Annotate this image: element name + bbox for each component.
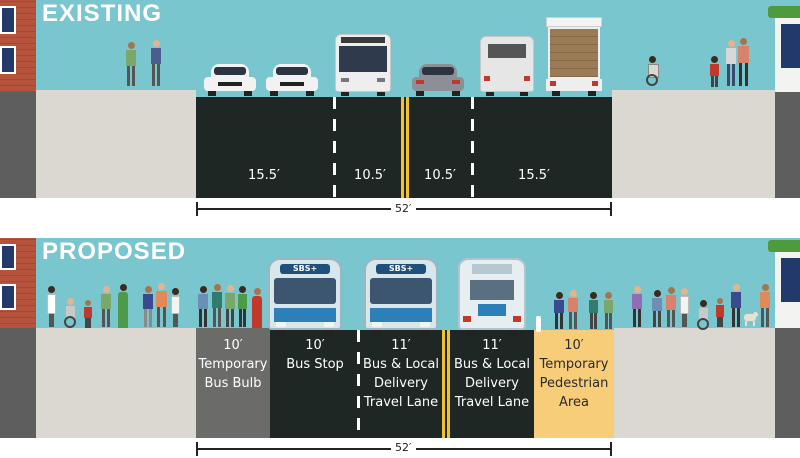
pedestrian [738,38,749,88]
proposed-roadway [270,330,534,438]
pedestrian [710,56,719,88]
existing-lane-width-1: 15.5′ [248,168,280,183]
wheelchair-user [697,300,711,330]
existing-roadway [196,97,612,198]
lane-width: 10′ [305,338,325,353]
building-window [0,284,16,310]
existing-right-sidewalk [612,90,775,198]
car [266,64,318,96]
center-line [406,97,409,198]
proposed-lane-label-bus-bulb: 10′ Temporary Bus Bulb [196,336,270,393]
center-line [447,330,450,438]
lane-name: Temporary Pedestrian Area [539,357,609,410]
bus [335,34,391,96]
pedestrian [47,286,56,328]
pedestrian [151,40,161,88]
pedestrian [604,292,613,330]
box-truck [546,17,602,96]
dog [744,312,758,326]
building-window [0,244,16,270]
lane-divider [471,97,474,198]
pedestrian [156,283,167,328]
pedestrian [716,298,724,328]
dimension-tick [196,202,198,216]
car [412,64,464,96]
pedestrian [212,284,222,328]
proposed-left-building-base [0,328,36,438]
pedestrian [84,300,92,328]
lane-width: 10′ [223,338,243,353]
existing-lane-width-4: 15.5′ [518,168,550,183]
awning [768,6,800,18]
existing-right-building-base [775,92,800,198]
pedestrian [143,286,153,328]
lane-name: Temporary Bus Bulb [198,357,268,391]
lane-name: Bus Stop [286,357,344,372]
car [204,64,256,96]
pedestrian [632,286,642,328]
pedestrian [666,287,676,328]
pedestrian [652,290,662,328]
lane-divider [357,330,360,438]
wheelchair-user [646,56,660,86]
pedestrian [589,292,598,330]
lane-width: 11′ [391,338,411,353]
building-window [0,46,16,74]
lane-divider [333,97,336,198]
proposed-title: PROPOSED [42,238,187,265]
existing-title: EXISTING [42,0,163,27]
proposed-total-width: 52′ [391,441,416,454]
lane-name: Bus & Local Delivery Travel Lane [453,357,531,410]
pedestrian [126,42,136,88]
building-window [781,24,800,68]
building-window [0,6,16,34]
proposed-right-sidewalk [614,328,775,438]
dimension-tick [610,442,612,456]
lane-width: 11′ [482,338,502,353]
sbs-bus-rear [458,258,526,336]
existing-lane-width-2: 10.5′ [354,168,386,183]
lane-name: Bus & Local Delivery Travel Lane [362,357,440,410]
sbs-bus: SBS+ [364,258,438,336]
pedestrian [238,286,247,328]
pedestrian [554,292,564,330]
proposed-lane-label-pedestrian-area: 10′ Temporary Pedestrian Area [534,336,614,412]
bus-destination-sign: SBS+ [376,264,426,274]
sbs-bus: SBS+ [268,258,342,336]
existing-lane-width-3: 10.5′ [424,168,456,183]
pedestrian [760,284,770,328]
pedestrian [731,284,741,328]
center-line [401,97,404,198]
temporary-bus-bulb [196,328,270,438]
pedestrian [198,286,208,328]
proposed-left-sidewalk [36,328,196,438]
center-line [442,330,445,438]
existing-total-width: 52′ [391,202,416,215]
proposed-lane-label-travel-lane-1: 11′ Bus & Local Delivery Travel Lane [360,336,442,412]
dimension-tick [610,202,612,216]
proposed-lane-label-bus-stop: 10′ Bus Stop [274,336,356,374]
bus-destination-sign: SBS+ [280,264,330,274]
bus [480,36,534,96]
awning [768,240,800,252]
pedestrian [118,284,128,328]
pedestrian [252,288,262,328]
pedestrian [225,285,235,328]
pedestrian [171,288,180,328]
dimension-tick [196,442,198,456]
pedestrian [680,288,689,328]
existing-left-building-base [0,92,36,198]
proposed-right-building-base [775,328,800,438]
pedestrian [568,290,578,330]
existing-left-sidewalk [36,90,196,198]
pedestrian [726,40,736,88]
building-window [781,258,800,302]
proposed-lane-label-travel-lane-2: 11′ Bus & Local Delivery Travel Lane [450,336,534,412]
pedestrian [101,286,111,328]
temporary-pedestrian-area [534,330,614,438]
lane-width: 10′ [564,338,584,353]
bollard [536,316,541,332]
wheelchair-user [64,298,78,328]
